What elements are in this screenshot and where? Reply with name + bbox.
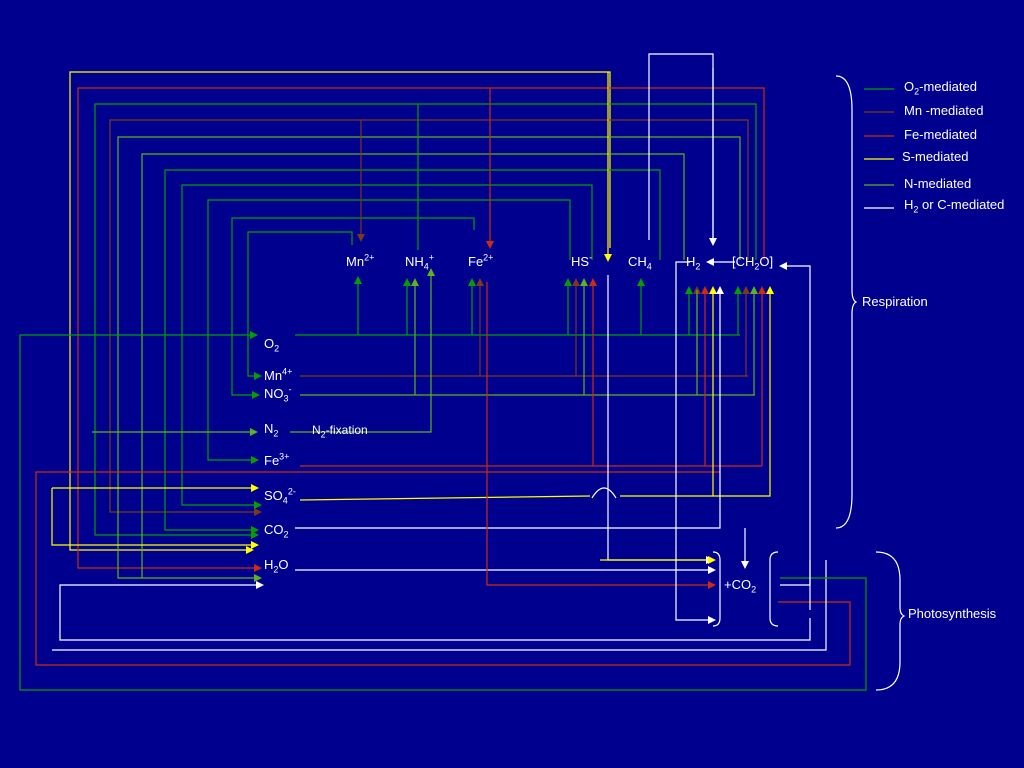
species-hs: HS-: [571, 252, 593, 269]
loop-so4-red: [77, 87, 765, 572]
respiration-label: Respiration: [862, 294, 928, 309]
loop-o2-green: [94, 103, 757, 539]
species-so4: SO42-: [264, 486, 296, 506]
fe2-down: [486, 282, 716, 589]
species-o2: O2: [264, 336, 280, 354]
loop-h2o-yellow-outer: [69, 71, 611, 554]
loop-green-4: [181, 184, 593, 509]
loop-green-7: [247, 231, 353, 380]
legend-o2-mediated: O2-mediated: [904, 79, 977, 97]
n2-fixation-label: N2-fixation: [312, 423, 368, 440]
fe-return-left: [35, 471, 851, 666]
legend-fe-mediated: Fe-mediated: [904, 127, 977, 142]
bracket-plusco2: [712, 551, 721, 627]
loop-mn-brown: [109, 119, 749, 516]
white-return-h2: [675, 261, 716, 624]
photosynthesis-brace: [875, 551, 906, 691]
species-nh4: NH4+: [405, 252, 435, 272]
species-fe2: Fe2+: [468, 252, 494, 269]
legend-s-mediated: S-mediated: [902, 149, 969, 164]
photosynthesis-label: Photosynthesis: [908, 606, 997, 621]
co2-line: [295, 286, 724, 529]
species-h2o: H2O: [264, 557, 289, 575]
legend-mn-mediated: Mn -mediated: [904, 103, 984, 118]
loop-ngreen-1: [117, 136, 741, 582]
legend-h2-c-mediated: H2 or C-mediated: [904, 197, 1005, 215]
loop-green-5: [207, 199, 571, 464]
loop-green-3: [164, 169, 661, 534]
white-ch2o-out: [779, 262, 811, 610]
species-mn2: Mn2+: [346, 252, 375, 269]
so4-left-feed-v: [51, 488, 259, 549]
loop-green-6: [231, 217, 475, 399]
loop-ngreen-2: [141, 153, 685, 578]
arrow-to-ch4-white: [648, 53, 717, 246]
respiration-brace: [835, 75, 858, 529]
white-return-left: [59, 581, 811, 641]
species-no3: NO3-: [264, 384, 292, 404]
green-return-bottom: [19, 331, 867, 691]
hs-down-to-co2: [607, 275, 714, 564]
white-return-2: [52, 560, 827, 651]
species-mn4: Mn4+: [264, 366, 293, 383]
bracket-photo-left: [769, 551, 779, 627]
so4-line: [299, 495, 591, 501]
species-n2: N2: [264, 421, 279, 439]
species-ch2o: [CH2O]: [732, 254, 774, 272]
species-co2: CO2: [264, 522, 289, 540]
plus-co2-label: +CO2: [724, 577, 757, 595]
so4-hop: [591, 487, 617, 499]
species-fe3: Fe3+: [264, 451, 290, 468]
species-h2: H2: [686, 254, 701, 272]
n2-fixation-line: [290, 268, 435, 433]
so4-line-2: [620, 286, 774, 497]
legend-n-mediated: N-mediated: [904, 176, 972, 191]
white-to-photo: [780, 560, 811, 586]
species-ch4: CH4: [628, 254, 652, 272]
